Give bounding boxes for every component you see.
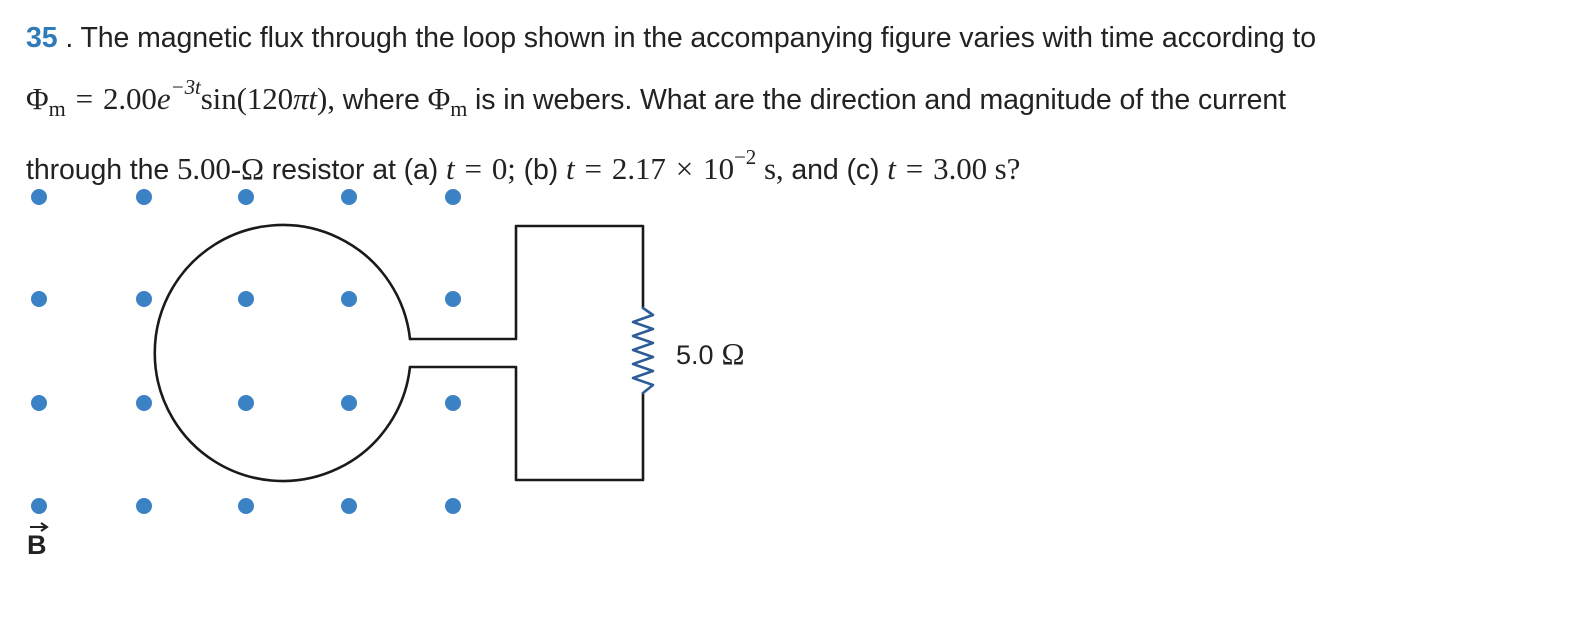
equals-sign: = xyxy=(75,81,93,116)
field-dot xyxy=(31,189,47,205)
exp-base: e xyxy=(156,81,171,116)
time-var-a: t xyxy=(445,151,455,186)
field-dot xyxy=(341,189,357,205)
problem-statement: 35 . The magnetic flux through the loop … xyxy=(26,14,1566,195)
part-b-label: (b) xyxy=(523,154,559,186)
power-base: 10 xyxy=(703,151,734,186)
field-dot xyxy=(136,189,152,205)
flux-symbol-inline: Φm xyxy=(427,81,468,121)
resistor-zigzag xyxy=(631,306,655,395)
field-dot xyxy=(341,291,357,307)
field-dot xyxy=(445,291,461,307)
flux-formula: Φm = 2.00e−3tsin(120πt), xyxy=(26,75,335,121)
resistor-at-text: resistor at (a) xyxy=(271,154,439,186)
power-exponent: −2 xyxy=(733,145,757,169)
time-var-c: t xyxy=(887,151,896,186)
magnetic-field-dots xyxy=(31,189,461,514)
phi-subscript: m xyxy=(48,96,66,121)
exp-power: −3t xyxy=(170,75,201,99)
problem-text-1: The magnetic flux through the loop shown… xyxy=(80,22,1316,54)
field-dot xyxy=(31,395,47,411)
problem-line-1: 35 . The magnetic flux through the loop … xyxy=(26,14,1566,63)
time-value-c: 3.00 s? xyxy=(933,151,1021,186)
field-dot xyxy=(136,498,152,514)
field-symbol: B xyxy=(27,530,47,560)
field-dot xyxy=(445,395,461,411)
phi-symbol: Φ xyxy=(26,81,49,116)
field-dot xyxy=(445,498,461,514)
field-dot xyxy=(445,189,461,205)
where-text: where xyxy=(342,84,420,116)
problem-number: 35 xyxy=(26,22,58,54)
equals-c: = xyxy=(905,151,924,186)
field-dot xyxy=(341,498,357,514)
field-dot xyxy=(238,498,254,514)
field-dot xyxy=(238,189,254,205)
time-var-b: t xyxy=(566,151,575,186)
sine-argument: πt xyxy=(293,81,317,116)
sine-close: ), xyxy=(316,81,335,116)
part-c-label: and (c) xyxy=(791,154,880,186)
equals-a: = xyxy=(464,151,482,186)
through-text: through the xyxy=(26,154,170,186)
resistor-value: 5.0 xyxy=(676,340,714,370)
field-dot xyxy=(31,498,47,514)
field-dot xyxy=(136,291,152,307)
field-dot xyxy=(238,395,254,411)
field-dot xyxy=(341,395,357,411)
circuit-wires xyxy=(153,223,655,483)
resistor-label: 5.0 Ω xyxy=(676,336,745,371)
field-dot xyxy=(136,395,152,411)
time-value-a: 0; xyxy=(491,151,516,186)
problem-number-suffix: . xyxy=(65,22,74,54)
equals-b: = xyxy=(584,151,602,186)
wire-lead-top xyxy=(408,224,645,341)
field-dot xyxy=(238,291,254,307)
times-sign: × xyxy=(675,151,694,186)
resistance-value: 5.00-Ω xyxy=(176,151,264,186)
problem-text-2: is in webers. What are the direction and… xyxy=(475,84,1286,116)
field-dot xyxy=(31,291,47,307)
time-unit-b: s, xyxy=(763,151,784,186)
vector-arrow-icon xyxy=(40,522,49,532)
wire-loop xyxy=(153,223,412,483)
phi-subscript-2: m xyxy=(450,96,468,121)
resistor-unit: Ω xyxy=(722,336,745,371)
phi-symbol-2: Φ xyxy=(427,81,451,116)
field-vector-label: B xyxy=(27,522,49,560)
problem-line-2: Φm = 2.00e−3tsin(120πt), where Φm is in we… xyxy=(26,63,1566,133)
flux-coefficient: 2.00 xyxy=(102,81,157,116)
problem-line-3: through the 5.00-Ω resistor at (a) t=0; … xyxy=(26,133,1566,195)
time-value-b: 2.17 xyxy=(611,151,666,186)
wire-lead-bottom xyxy=(408,365,645,482)
sine-function: sin(120 xyxy=(200,81,294,116)
